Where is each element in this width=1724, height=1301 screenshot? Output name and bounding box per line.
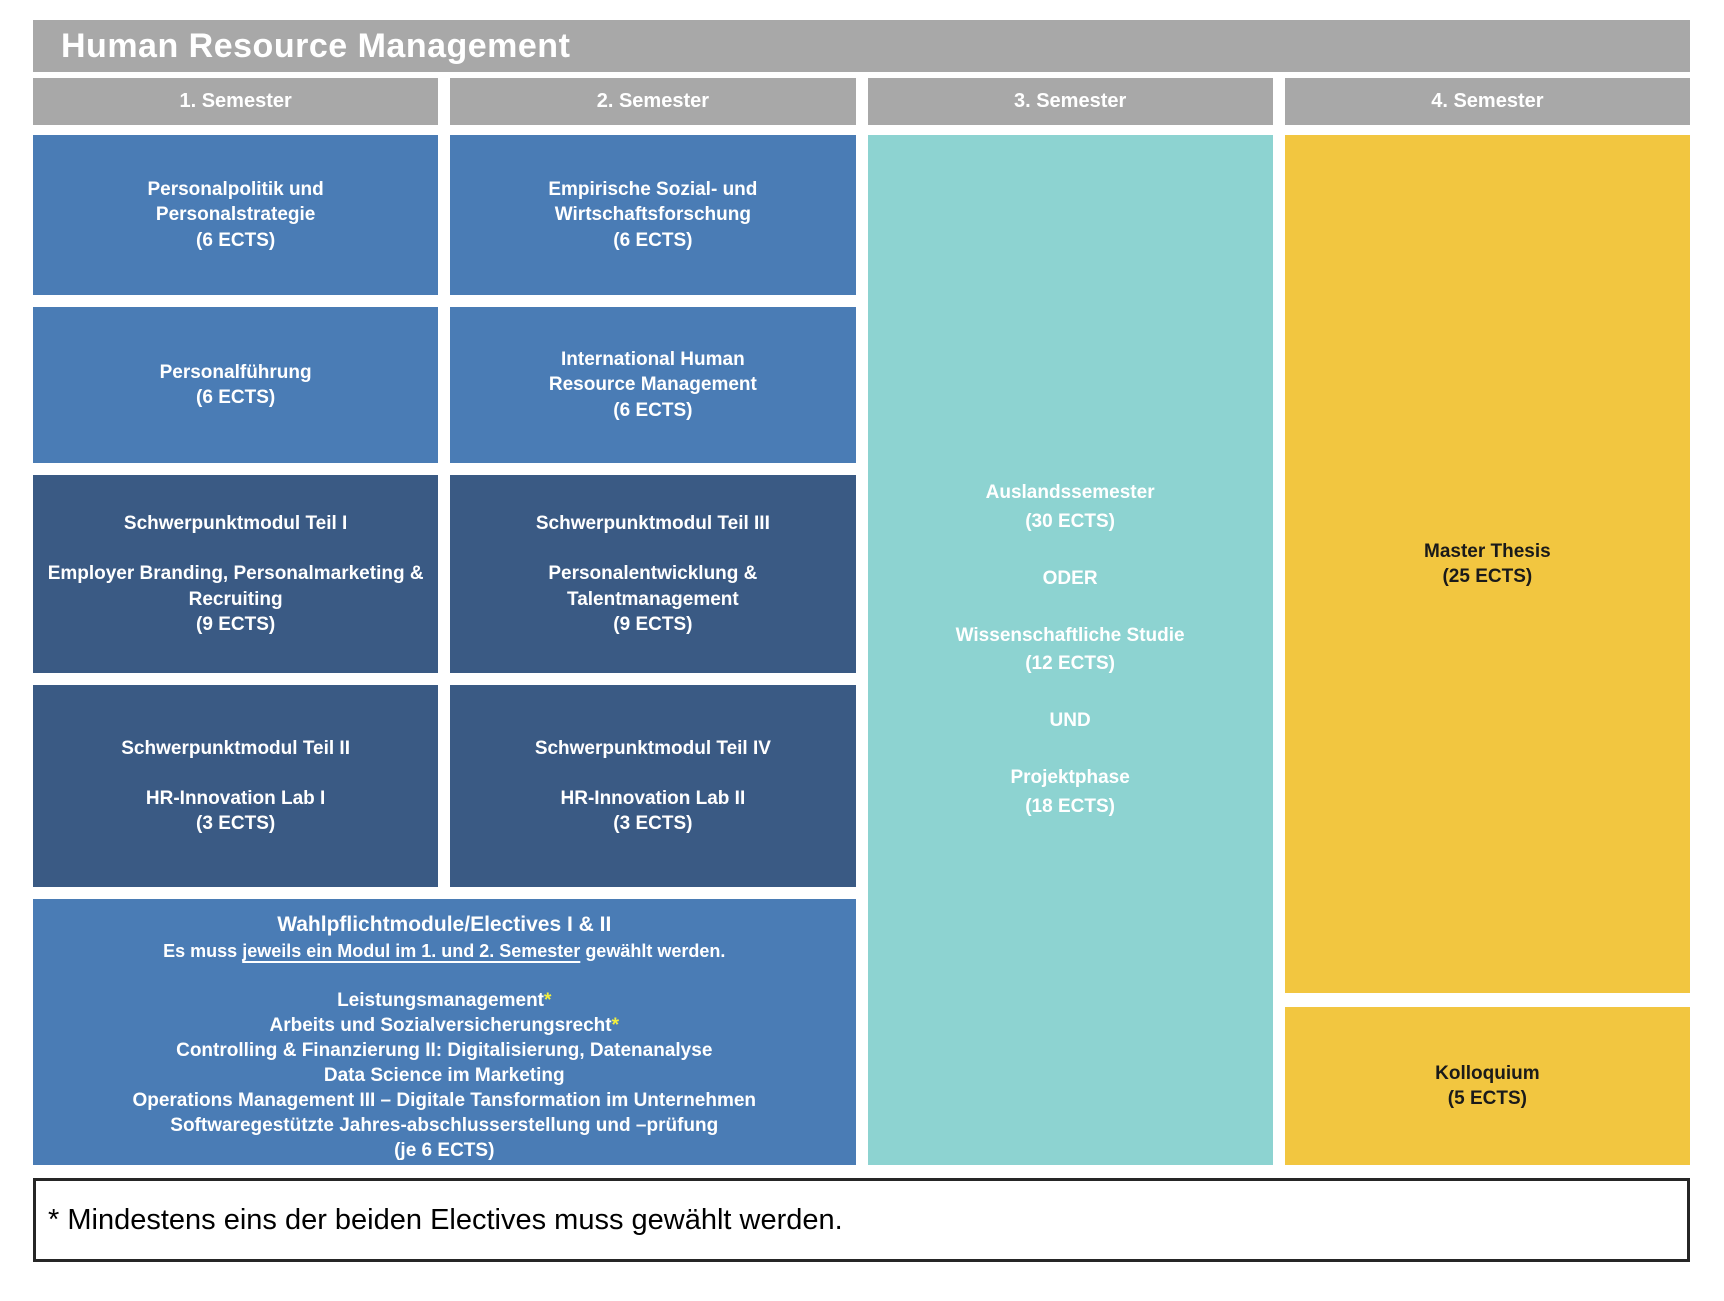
- module-schwerpunkt-teil-1: Schwerpunktmodul Teil I Employer Brandin…: [33, 475, 439, 673]
- semester-4-header: 4. Semester: [1284, 78, 1690, 125]
- elective-item-label: Operations Management III – Digitale Tan…: [132, 1090, 757, 1112]
- electives-ects-note: (je 6 ECTS): [394, 1140, 495, 1162]
- electives-subtitle-underlined: jeweils ein Modul im 1. und 2. Semester: [242, 941, 581, 961]
- elective-item-label: Data Science im Marketing: [323, 1065, 565, 1087]
- elective-item-label: Leistungsmanagement: [337, 990, 545, 1011]
- module-master-thesis: Master Thesis (25 ECTS): [1284, 135, 1690, 993]
- elective-item-operations-management: Operations Management III – Digitale Tan…: [33, 1088, 856, 1113]
- module-personalfuehrung: Personalführung (6 ECTS): [33, 307, 439, 463]
- semester-header-row: 1. Semester 2. Semester 3. Semester 4. S…: [33, 78, 1690, 125]
- curriculum-content: Human Resource Management 1. Semester 2.…: [33, 20, 1690, 1262]
- elective-item-leistungsmanagement: Leistungsmanagement*: [33, 988, 856, 1013]
- electives-list: Leistungsmanagement* Arbeits und Sozialv…: [33, 988, 856, 1164]
- module-personalpolitik: Personalpolitik und Personalstrategie (6…: [33, 135, 439, 295]
- module-international-hrm: International Human Resource Management …: [450, 307, 856, 463]
- electives-subtitle-pre: Es muss: [163, 941, 243, 961]
- elective-item-controlling: Controlling & Finanzierung II: Digitalis…: [33, 1038, 856, 1063]
- semester-2-column: Empirische Sozial- und Wirtschaftsforsch…: [450, 135, 856, 887]
- electives-subtitle-post: gewählt werden.: [580, 941, 726, 961]
- module-schwerpunkt-teil-3: Schwerpunktmodul Teil III Personalentwic…: [450, 475, 856, 673]
- module-wahlpflicht-electives: Wahlpflichtmodule/Electives I & II Es mu…: [33, 899, 856, 1165]
- electives-title: Wahlpflichtmodule/Electives I & II: [277, 913, 612, 936]
- semester-3-header: 3. Semester: [867, 78, 1273, 125]
- module-schwerpunkt-teil-4: Schwerpunktmodul Teil IV HR-Innovation L…: [450, 685, 856, 887]
- semester-2-header: 2. Semester: [450, 78, 856, 125]
- elective-asterisk: *: [544, 990, 552, 1011]
- electives-subtitle: Es muss jeweils ein Modul im 1. und 2. S…: [33, 941, 856, 962]
- page-title: Human Resource Management: [33, 20, 1690, 72]
- semester-1-column: Personalpolitik und Personalstrategie (6…: [33, 135, 439, 887]
- electives-footnote: * Mindestens eins der beiden Electives m…: [33, 1178, 1690, 1262]
- elective-asterisk: *: [611, 1015, 619, 1037]
- module-semester-3-options: Auslandssemester (30 ECTS) ODER Wissensc…: [867, 135, 1273, 1165]
- elective-item-label: Arbeits und Sozialversicherungsrecht: [269, 1015, 612, 1037]
- semester-4-column: Master Thesis (25 ECTS) Kolloquium (5 EC…: [1284, 135, 1690, 1165]
- elective-item-label: Controlling & Finanzierung II: Digitalis…: [176, 1040, 713, 1062]
- semester-1-header: 1. Semester: [33, 78, 439, 125]
- elective-item-data-science: Data Science im Marketing: [33, 1063, 856, 1088]
- curriculum-grid: Personalpolitik und Personalstrategie (6…: [33, 135, 1690, 1165]
- elective-item-label: Softwaregestützte Jahres-abschlusserstel…: [170, 1115, 719, 1137]
- module-kolloquium: Kolloquium (5 ECTS): [1284, 1007, 1690, 1165]
- module-empirische-forschung: Empirische Sozial- und Wirtschaftsforsch…: [450, 135, 856, 295]
- module-schwerpunkt-teil-2: Schwerpunktmodul Teil II HR-Innovation L…: [33, 685, 439, 887]
- elective-item-arbeitsrecht: Arbeits und Sozialversicherungsrecht*: [33, 1013, 856, 1038]
- elective-item-softwaregestuetzte: Softwaregestützte Jahres-abschlusserstel…: [33, 1113, 856, 1138]
